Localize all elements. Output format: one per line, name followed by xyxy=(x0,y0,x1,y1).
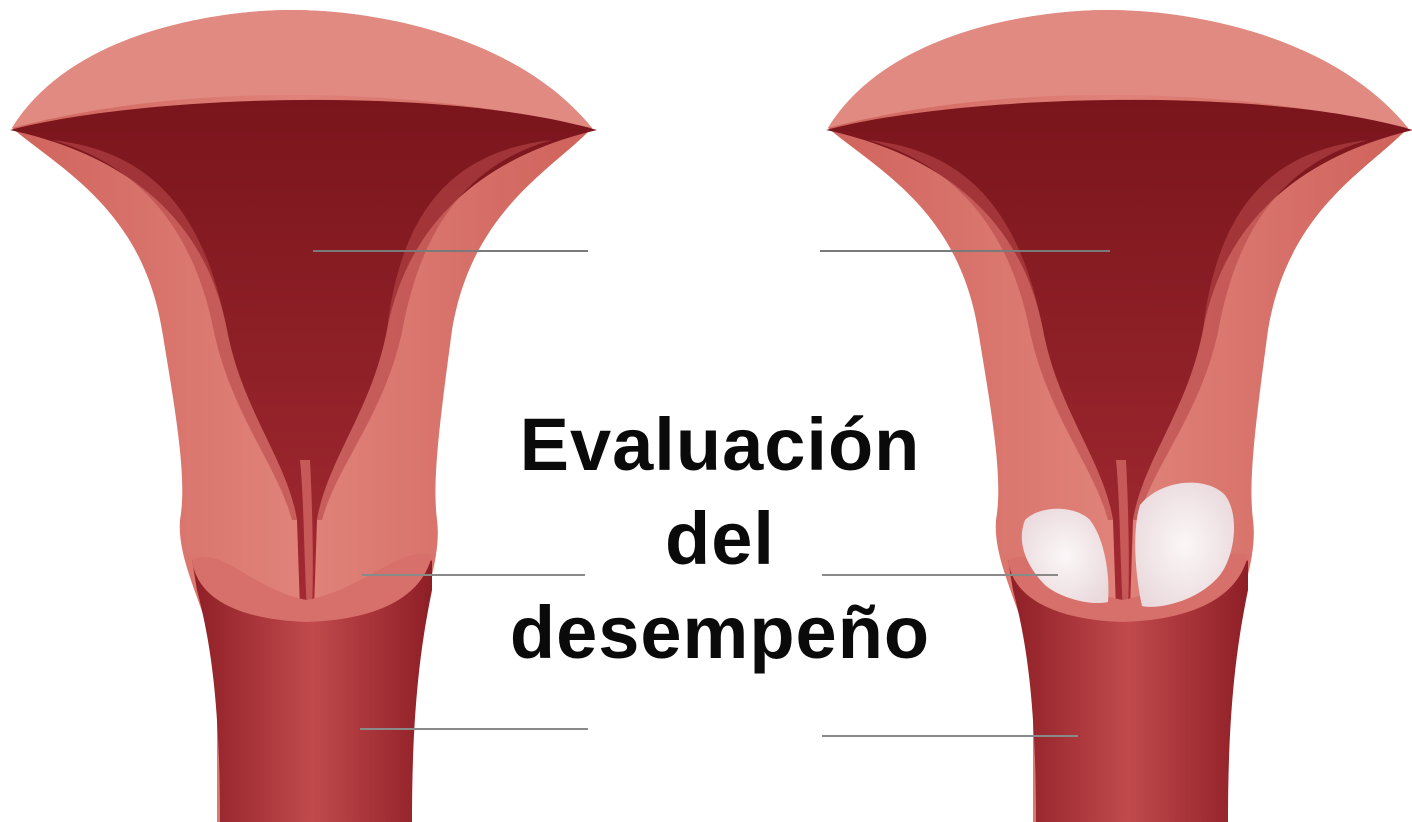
cervical-lesion xyxy=(1135,482,1235,607)
title: Evaluación del desempeño xyxy=(470,398,970,680)
title-line-1: Evaluación xyxy=(519,403,921,486)
cervical-lesion xyxy=(1021,508,1109,604)
title-line-3: desempeño xyxy=(509,591,931,674)
normal-cervix-figure xyxy=(10,10,597,822)
title-line-2: del xyxy=(665,497,775,580)
lesioned-cervix-figure xyxy=(820,10,1412,822)
